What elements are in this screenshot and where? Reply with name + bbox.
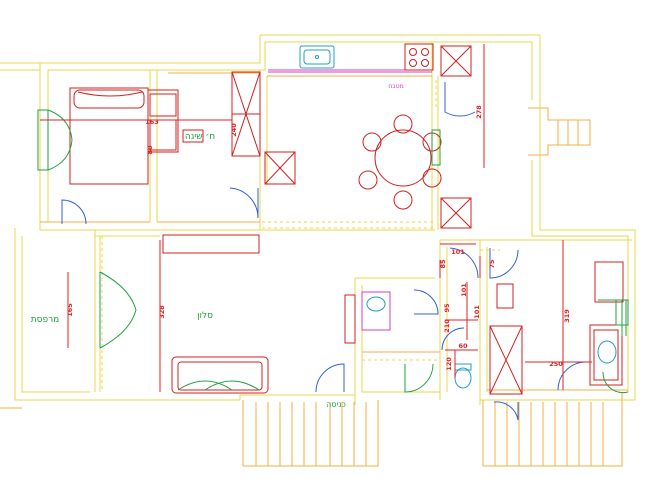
doors-blue xyxy=(61,82,587,421)
dimension-165: 165 xyxy=(66,303,74,317)
wardrobe xyxy=(231,71,296,185)
outside-stairs xyxy=(528,107,591,156)
room-label-entrance: כניסה xyxy=(326,400,346,409)
dimension-80: 80 xyxy=(146,145,154,155)
dimension-101-mid: 101 xyxy=(460,283,468,297)
balcony-railings xyxy=(0,392,623,467)
bath-sink xyxy=(361,291,391,331)
dimension-lines xyxy=(40,44,592,392)
room-label-living: סלון xyxy=(197,311,213,321)
dimension-210: 210 xyxy=(443,319,451,333)
dining-table xyxy=(358,114,442,210)
room-label-kitchen: מטבח xyxy=(388,83,403,90)
bath-furniture xyxy=(344,261,624,395)
kitchen-sink xyxy=(299,45,335,69)
dimension-labels: 278 240 163 80 328 165 101 75 85 101 95 … xyxy=(66,105,571,371)
dimension-120: 120 xyxy=(445,357,453,371)
stove xyxy=(404,43,434,71)
doors-green xyxy=(37,109,629,394)
dimension-278: 278 xyxy=(475,105,483,119)
dimension-101-side: 101 xyxy=(473,305,481,319)
dimension-75: 75 xyxy=(488,259,496,269)
sofa xyxy=(171,356,269,394)
inner-walls xyxy=(40,72,628,391)
dimension-101-top: 101 xyxy=(451,248,465,256)
dimension-240: 240 xyxy=(230,123,238,137)
bed xyxy=(69,87,204,185)
room-label-balcony: מרפסת xyxy=(31,315,60,325)
room-labels: ח׳ שינה מטבח מרפסת סלון כניסה xyxy=(31,83,404,409)
room-label-bedroom: ח׳ שינה xyxy=(185,132,215,142)
dimension-95: 95 xyxy=(443,303,451,313)
dimension-163: 163 xyxy=(145,118,159,126)
dimension-328: 328 xyxy=(158,305,166,319)
dimension-319: 319 xyxy=(563,309,571,323)
bath-fixtures xyxy=(366,296,617,389)
bath-walls-green xyxy=(598,299,627,336)
dashed-openings xyxy=(101,80,500,392)
kitchen-cabinets xyxy=(440,45,472,229)
dimension-250: 250 xyxy=(549,360,563,368)
dimension-60: 60 xyxy=(458,342,468,350)
sofa-arcs xyxy=(177,380,260,391)
dimension-85: 85 xyxy=(439,259,447,269)
living-shelf xyxy=(162,234,260,254)
